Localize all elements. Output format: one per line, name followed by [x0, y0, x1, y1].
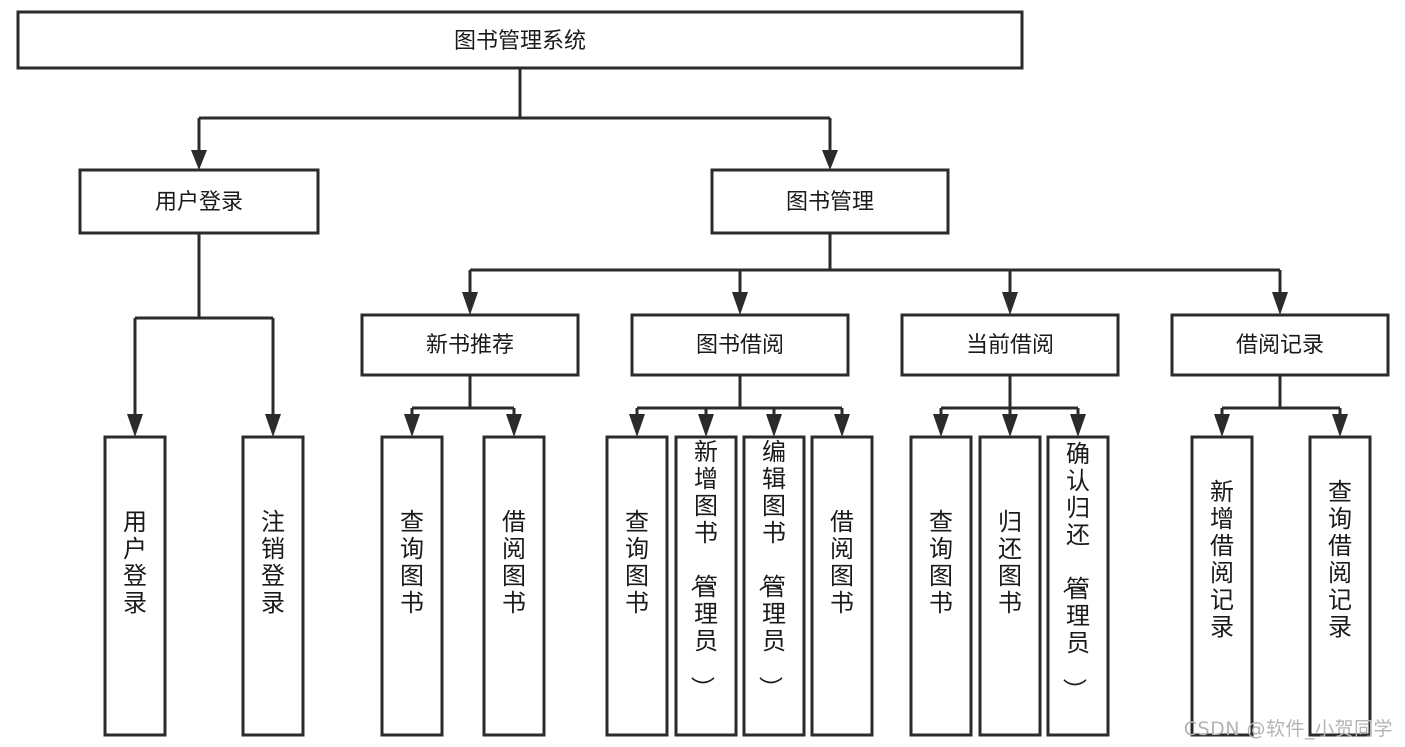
node-current-borrow[interactable]: 当前借阅 — [900, 313, 1120, 377]
node-root-system-label: 图书管理系统 — [454, 29, 586, 54]
leaf-current-borrow-return-label: 归还图书 — [998, 508, 1022, 617]
node-book-borrow-label: 图书借阅 — [696, 333, 784, 358]
node-current-borrow-label: 当前借阅 — [966, 333, 1054, 358]
node-book-management[interactable]: 图书管理 — [710, 168, 950, 235]
arrowhead-new-book — [462, 292, 478, 315]
leaf-borrow-record-add-label: 新增借阅记录 — [1210, 478, 1234, 641]
leaf-current-borrow-query[interactable]: 查询图书 — [909, 435, 973, 737]
arrowhead-bb-add-book — [698, 414, 714, 437]
leaf-new-book-borrow-box[interactable] — [482, 435, 546, 737]
leaf-book-borrow-edit[interactable]: 编辑图书（管理员） — [742, 435, 806, 737]
node-current-borrow-box[interactable] — [900, 313, 1120, 377]
leaf-book-borrow-add[interactable]: 新增图书（管理员） — [674, 435, 738, 737]
arrowhead-nb-query-book — [404, 414, 420, 437]
leaf-user-login-logout[interactable]: 注销登录 — [241, 435, 305, 737]
node-root-system[interactable]: 图书管理系统 — [16, 10, 1024, 70]
leaf-book-borrow-edit-box[interactable] — [742, 435, 806, 737]
leaf-borrow-record-query-label: 查询借阅记录 — [1328, 478, 1352, 641]
leaf-current-borrow-confirm[interactable]: 确认归还（管理员） — [1046, 435, 1110, 737]
node-book-management-label: 图书管理 — [786, 190, 874, 215]
arrowhead-nb-borrow-book — [506, 414, 522, 437]
leaf-user-login-logout-label: 注销登录 — [261, 508, 285, 617]
node-borrow-record[interactable]: 借阅记录 — [1170, 313, 1390, 377]
leaf-user-login-login-box[interactable] — [103, 435, 167, 737]
leaf-new-book-query-box[interactable] — [380, 435, 444, 737]
arrowhead-cb-confirm-return — [1070, 414, 1086, 437]
leaf-user-login-login[interactable]: 用户登录 — [103, 435, 167, 737]
node-user-login-box[interactable] — [78, 168, 320, 235]
leaf-current-borrow-confirm-box[interactable] — [1046, 435, 1110, 737]
arrowhead-borrow-record — [1272, 292, 1288, 315]
leaf-book-borrow-add-box[interactable] — [674, 435, 738, 737]
node-new-book-recommend-box[interactable] — [360, 313, 580, 377]
arrowhead-leaf-user-login — [127, 414, 143, 437]
leaf-borrow-record-add[interactable]: 新增借阅记录 — [1190, 435, 1254, 737]
arrowhead-br-add-record — [1214, 414, 1230, 437]
leaf-current-borrow-confirm-label: 确认归还（管理员） — [1060, 440, 1090, 702]
leaf-user-login-logout-box[interactable] — [241, 435, 305, 737]
leaf-book-borrow-borrow[interactable]: 借阅图书 — [810, 435, 874, 737]
arrowhead-current-borrow — [1002, 292, 1018, 315]
node-borrow-record-label: 借阅记录 — [1236, 333, 1324, 358]
node-user-login-label: 用户登录 — [155, 190, 243, 215]
leaf-user-login-login-label: 用户登录 — [123, 508, 147, 617]
leaf-borrow-record-query-box[interactable] — [1308, 435, 1372, 737]
leaf-current-borrow-return-box[interactable] — [978, 435, 1042, 737]
leaf-new-book-borrow-label: 借阅图书 — [502, 508, 526, 617]
node-root-system-box[interactable] — [16, 10, 1024, 70]
node-book-borrow-box[interactable] — [630, 313, 850, 377]
node-borrow-record-box[interactable] — [1170, 313, 1390, 377]
arrowhead-br-query-record — [1332, 414, 1348, 437]
connector-layer — [127, 68, 1348, 437]
arrowhead-bb-borrow-book — [834, 414, 850, 437]
arrowhead-leaf-logout — [265, 414, 281, 437]
arrowhead-book-mgmt — [822, 150, 838, 170]
leaf-book-borrow-query-box[interactable] — [605, 435, 669, 737]
leaf-new-book-query-label: 查询图书 — [400, 508, 424, 617]
leaf-book-borrow-edit-label: 编辑图书（管理员） — [756, 438, 786, 700]
leaf-new-book-borrow[interactable]: 借阅图书 — [482, 435, 546, 737]
leaf-book-borrow-query[interactable]: 查询图书 — [605, 435, 669, 737]
leaf-book-borrow-add-label: 新增图书（管理员） — [688, 438, 718, 700]
node-new-book-recommend-label: 新书推荐 — [426, 333, 514, 358]
leaf-new-book-query[interactable]: 查询图书 — [380, 435, 444, 737]
leaf-borrow-record-add-box[interactable] — [1190, 435, 1254, 737]
leaf-book-borrow-borrow-box[interactable] — [810, 435, 874, 737]
leaf-borrow-record-query[interactable]: 查询借阅记录 — [1308, 435, 1372, 737]
leaf-current-borrow-query-box[interactable] — [909, 435, 973, 737]
arrowhead-cb-query-book — [933, 414, 949, 437]
node-book-management-box[interactable] — [710, 168, 950, 235]
node-new-book-recommend[interactable]: 新书推荐 — [360, 313, 580, 377]
arrowhead-book-borrow — [732, 292, 748, 315]
arrowhead-cb-return-book — [1002, 414, 1018, 437]
arrowhead-user-login — [191, 150, 207, 170]
leaf-current-borrow-return[interactable]: 归还图书 — [978, 435, 1042, 737]
leaf-current-borrow-query-label: 查询图书 — [929, 508, 953, 617]
leaf-book-borrow-query-label: 查询图书 — [625, 508, 649, 617]
arrowhead-bb-edit-book — [766, 414, 782, 437]
arrowhead-bb-query-book — [629, 414, 645, 437]
node-book-borrow[interactable]: 图书借阅 — [630, 313, 850, 377]
leaf-book-borrow-borrow-label: 借阅图书 — [830, 508, 854, 617]
csdn-watermark: CSDN @软件_小贺同学 — [1183, 718, 1393, 740]
node-user-login[interactable]: 用户登录 — [78, 168, 320, 235]
